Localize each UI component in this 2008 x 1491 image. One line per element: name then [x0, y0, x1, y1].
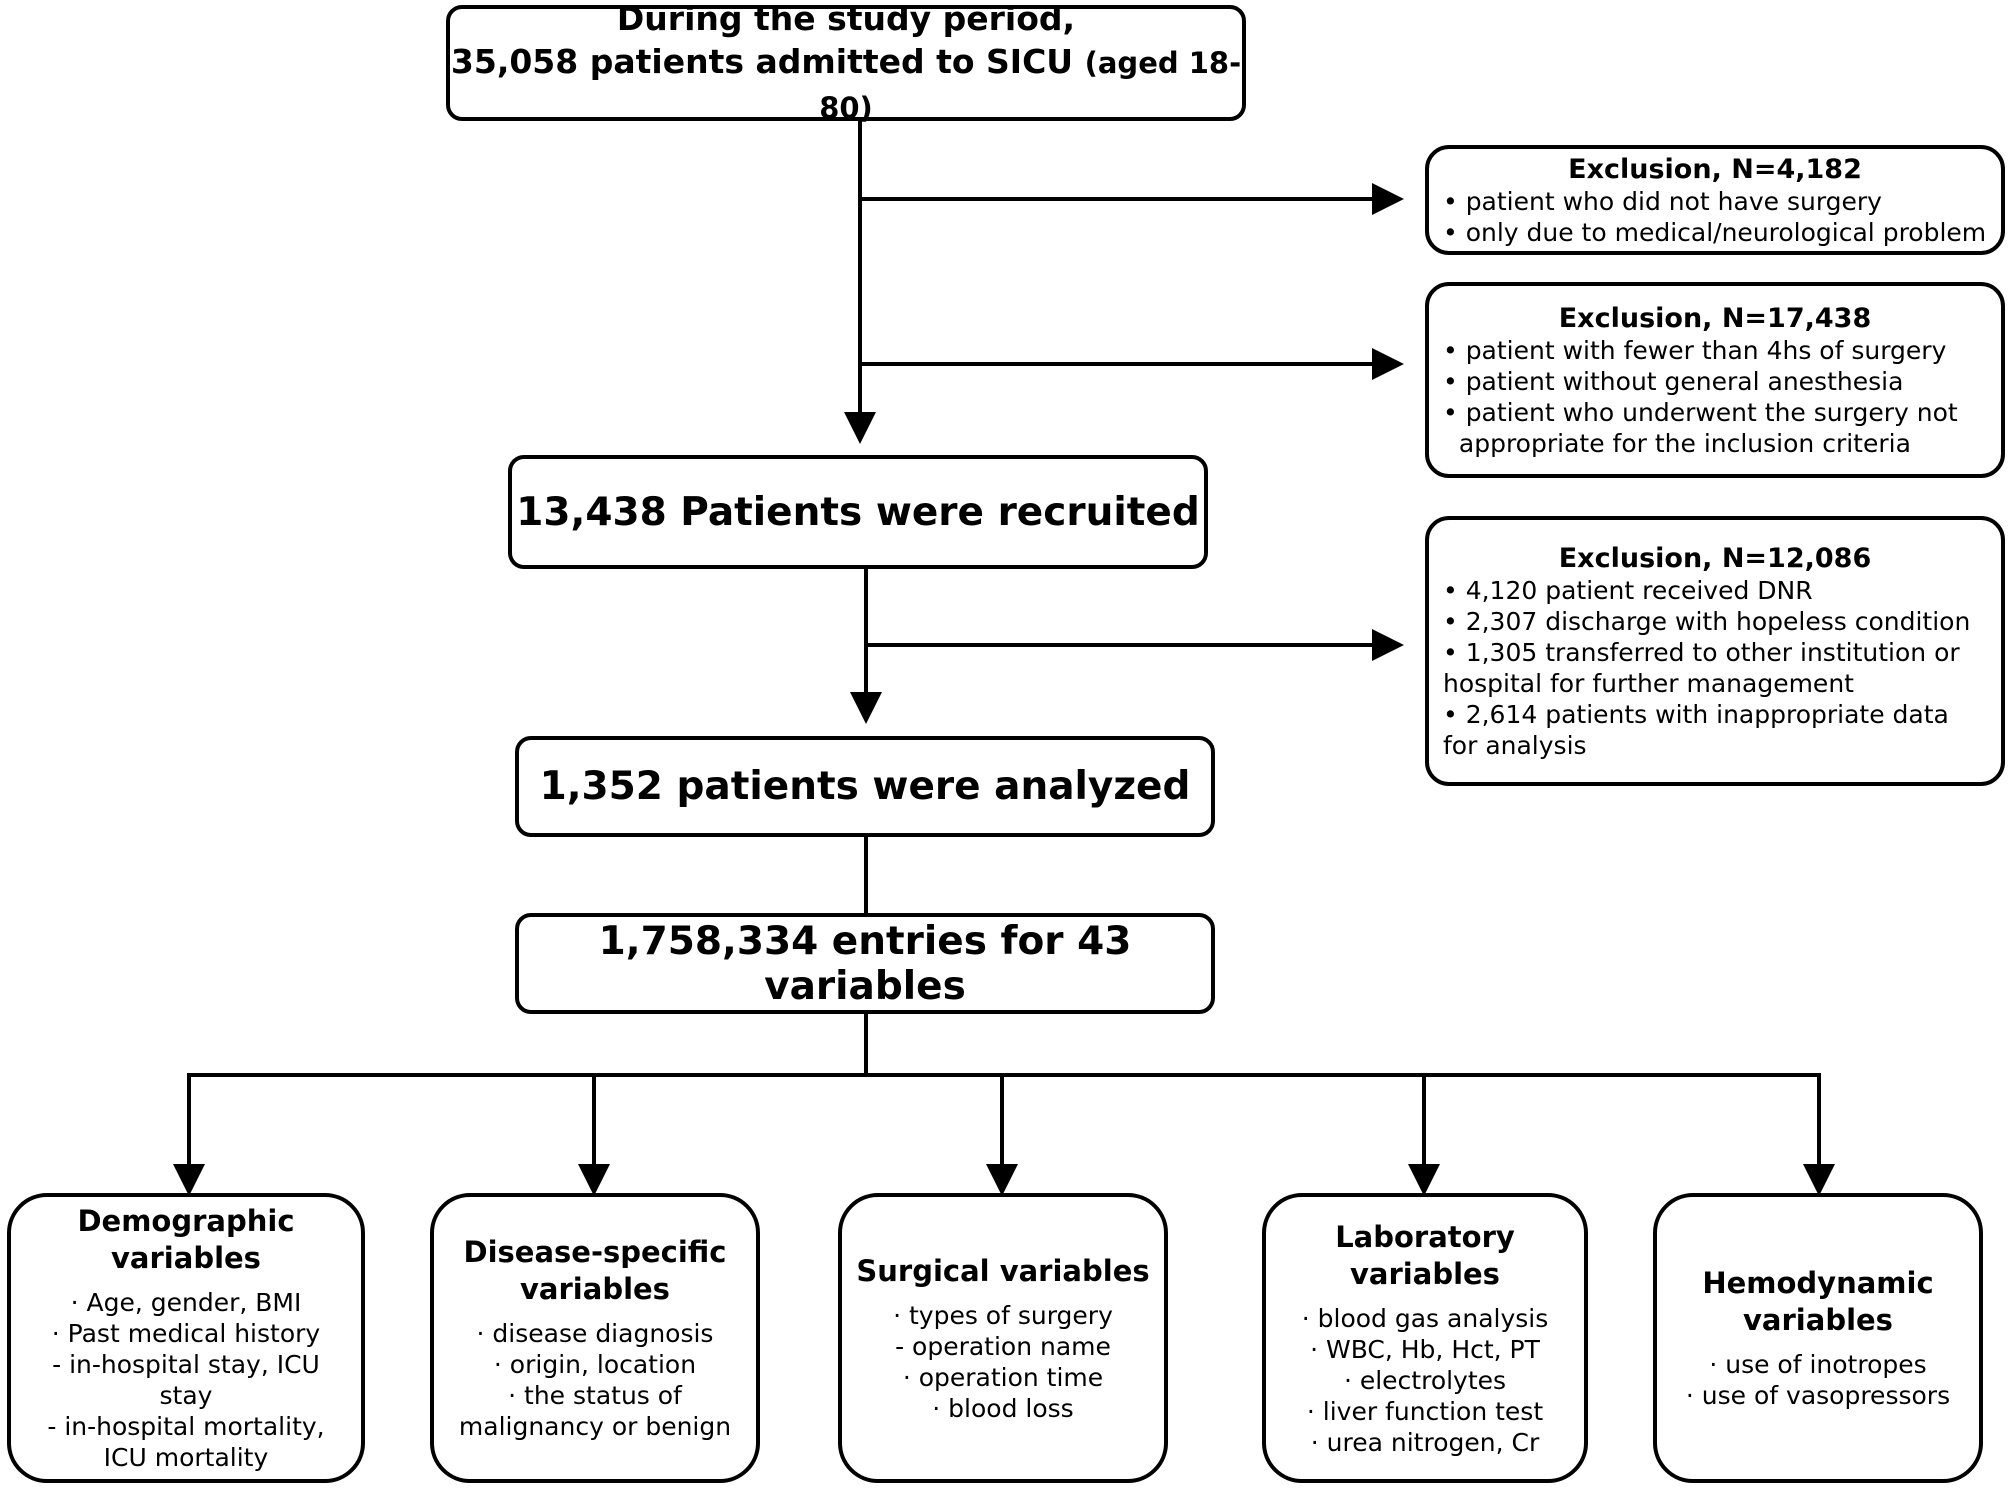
laboratory-item: · electrolytes	[1343, 1365, 1507, 1395]
exclusion-3-item: • 2,307 discharge with hopeless conditio…	[1443, 606, 1971, 636]
surgical-variables-box: Surgical variables · types of surgery - …	[838, 1193, 1168, 1483]
laboratory-item: · urea nitrogen, Cr	[1310, 1427, 1540, 1457]
recruited-text: 13,438 Patients were recruited	[516, 489, 1200, 535]
entries-box: 1,758,334 entries for 43 variables	[515, 913, 1215, 1014]
study-period-box: During the study period, 35,058 patients…	[446, 0, 1246, 125]
hemodynamic-variables-box: Hemodynamic variables · use of inotropes…	[1653, 1193, 1983, 1483]
exclusion-box-1: Exclusion, N=4,182 • patient who did not…	[1425, 145, 2005, 255]
exclusion-2-item: • patient without general anesthesia	[1443, 366, 1904, 396]
demographic-title-line: variables	[111, 1241, 261, 1275]
surgical-items: · types of surgery - operation name · op…	[893, 1300, 1113, 1424]
hemodynamic-item: · use of inotropes	[1709, 1350, 1927, 1379]
hemodynamic-items: · use of inotropes · use of vasopressors	[1686, 1349, 1950, 1411]
demographic-title-line: Demographic	[77, 1204, 295, 1238]
exclusion-3-item: • 1,305 transferred to other institution…	[1443, 637, 1960, 667]
disease-specific-variables-box: Disease-specific variables · disease dia…	[430, 1193, 760, 1483]
disease-specific-item: · origin, location	[493, 1350, 697, 1379]
exclusion-2-title: Exclusion, N=17,438	[1558, 302, 1872, 334]
surgical-item: - operation name	[895, 1331, 1111, 1361]
exclusion-box-2: Exclusion, N=17,438 • patient with fewer…	[1425, 282, 2005, 478]
surgical-item: · blood loss	[932, 1393, 1074, 1423]
disease-specific-items: · disease diagnosis · origin, location ·…	[459, 1318, 731, 1442]
laboratory-item: · liver function test	[1306, 1396, 1544, 1426]
entries-text: 1,758,334 entries for 43 variables	[598, 918, 1132, 1009]
study-period-line1: During the study period,	[616, 0, 1076, 38]
demographic-variables-box: Demographic variables · Age, gender, BMI…	[7, 1193, 365, 1483]
exclusion-1-title: Exclusion, N=4,182	[1568, 153, 1862, 185]
demographic-items: · Age, gender, BMI · Past medical histor…	[47, 1287, 324, 1473]
analyzed-text: 1,352 patients were analyzed	[539, 764, 1191, 809]
demographic-item: · Past medical history	[51, 1319, 321, 1348]
exclusion-3-item: • 2,614 patients with inappropriate data	[1443, 699, 1949, 729]
laboratory-title-line: Laboratory	[1335, 1219, 1515, 1254]
age-range: (aged 18-80)	[819, 45, 1242, 125]
analyzed-box: 1,352 patients were analyzed	[515, 736, 1215, 837]
laboratory-variables-box: Laboratory variables · blood gas analysi…	[1262, 1193, 1588, 1483]
disease-specific-item: malignancy or benign	[458, 1412, 732, 1441]
study-period-line2: 35,058 patients admitted to SICU (aged 1…	[450, 40, 1242, 130]
surgical-title-line: Surgical variables	[856, 1253, 1150, 1288]
exclusion-2-item: appropriate for the inclusion criteria	[1443, 428, 1911, 458]
disease-specific-title-line: Disease-specific	[463, 1235, 727, 1269]
hemodynamic-item: · use of vasopressors	[1685, 1381, 1951, 1410]
hemodynamic-title-line: variables	[1743, 1303, 1893, 1337]
exclusion-2-item: • patient who underwent the surgery not	[1443, 397, 1958, 427]
disease-specific-title-line: variables	[520, 1272, 670, 1306]
surgical-item: · types of surgery	[893, 1300, 1113, 1330]
exclusion-1-item: • only due to medical/neurological probl…	[1443, 217, 1987, 247]
admitted-count: 35,058 patients admitted to SICU	[450, 41, 1074, 81]
exclusion-2-item: • patient with fewer than 4hs of surgery	[1443, 335, 1947, 365]
exclusion-1-item: • patient who did not have surgery	[1443, 186, 1882, 216]
laboratory-item: · WBC, Hb, Hct, PT	[1310, 1334, 1540, 1364]
surgical-item: · operation time	[902, 1362, 1104, 1392]
laboratory-items: · blood gas analysis · WBC, Hb, Hct, PT …	[1302, 1303, 1549, 1458]
exclusion-3-item: for analysis	[1443, 730, 1587, 760]
hemodynamic-title-line: Hemodynamic	[1702, 1266, 1934, 1300]
demographic-item: ICU mortality	[103, 1443, 269, 1472]
recruited-box: 13,438 Patients were recruited	[508, 455, 1208, 569]
demographic-item: - in-hospital mortality,	[47, 1412, 325, 1441]
laboratory-title-line: variables	[1350, 1256, 1500, 1291]
disease-specific-item: · the status of	[508, 1381, 682, 1410]
exclusion-3-title: Exclusion, N=12,086	[1558, 542, 1872, 574]
demographic-item: · Age, gender, BMI	[70, 1288, 302, 1317]
demographic-item: - in-hospital stay, ICU	[52, 1350, 320, 1379]
laboratory-item: · blood gas analysis	[1301, 1303, 1549, 1333]
disease-specific-item: · disease diagnosis	[476, 1319, 714, 1348]
exclusion-3-item: • 4,120 patient received DNR	[1443, 575, 1813, 605]
demographic-item: stay	[159, 1381, 213, 1410]
exclusion-box-3: Exclusion, N=12,086 • 4,120 patient rece…	[1425, 516, 2005, 786]
exclusion-3-item: hospital for further management	[1443, 668, 1854, 698]
